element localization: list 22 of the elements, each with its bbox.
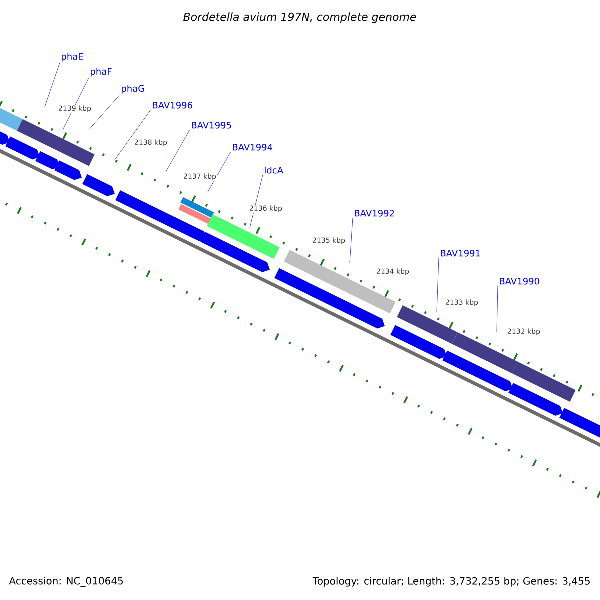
gene-label: ldcA xyxy=(265,166,284,174)
gene-label: BAV1990 xyxy=(500,278,540,285)
leader-line xyxy=(350,218,354,264)
leader-line xyxy=(208,152,232,192)
leader-line xyxy=(436,258,440,312)
leader-line xyxy=(114,110,152,160)
footer-text: Topology: circular; Length: 3,732,255 bp; Genes: 3,455 xyxy=(312,577,590,587)
footer-text: Accession: NC_010645 xyxy=(9,577,124,587)
gene-label: BAV1995 xyxy=(192,122,232,129)
gene-label: BAV1992 xyxy=(355,210,394,217)
leader-line xyxy=(62,78,90,130)
title: Bordetella avium 197N, complete genome xyxy=(184,12,416,24)
gene-label: BAV1991 xyxy=(441,250,480,257)
gene-label: BAV1996 xyxy=(153,102,192,109)
gene-label: phaF xyxy=(91,68,112,77)
leader-line xyxy=(496,286,498,332)
leader-line xyxy=(166,130,190,172)
gene-label: phaG xyxy=(122,85,144,94)
leader-line xyxy=(44,62,60,108)
gene-label: phaE xyxy=(62,53,84,62)
gene-label: BAV1994 xyxy=(233,144,273,151)
leader-line xyxy=(88,94,120,130)
